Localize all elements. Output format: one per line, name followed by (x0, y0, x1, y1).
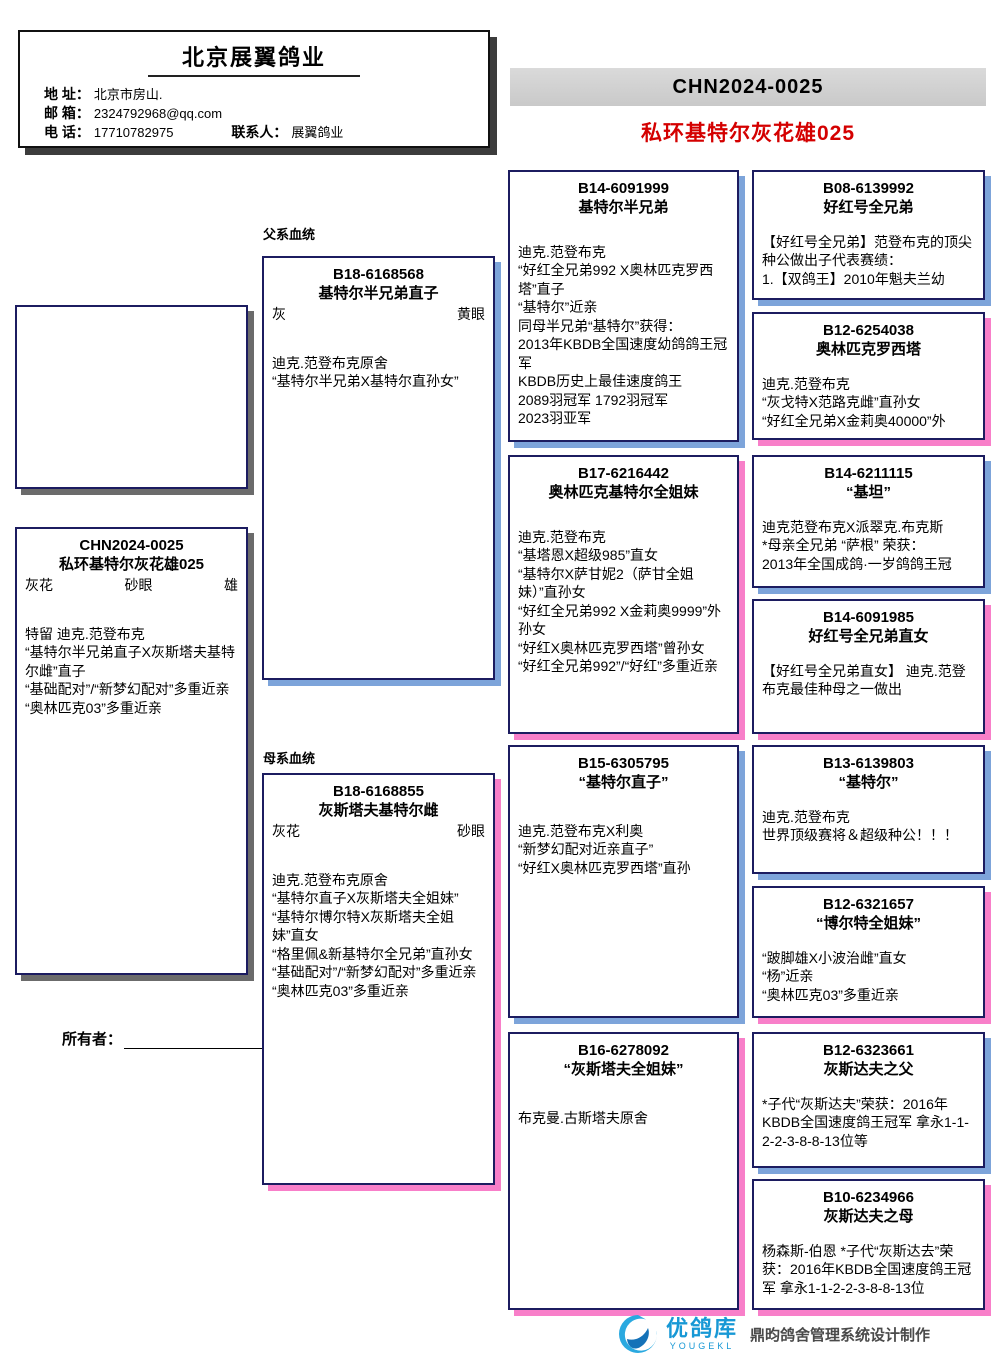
email-value: 2324792968@qq.com (93, 106, 223, 121)
dam-line-label: 母系血统 (263, 751, 316, 766)
phone-label: 电 话： (44, 124, 90, 140)
sire-line-label: 父系血统 (263, 227, 316, 242)
owner-row: 所有者： (62, 1028, 277, 1049)
bird-sex: 雄 (224, 577, 238, 593)
ring-number: B10-6234966 (823, 1189, 914, 1206)
bird-traits: 灰花 砂眼 (272, 822, 485, 841)
bird-description: 迪克.范登布克原舍 “基特尔直子X灰斯塔夫全姐妹” “基特尔博尔特X灰斯塔夫全姐… (272, 872, 477, 999)
bird-eye: 砂眼 (457, 823, 485, 839)
great-grandparent-box-7: B12-6323661 灰斯达夫之父 *子代“灰斯达夫”荣获：2016年KBDB… (752, 1032, 985, 1168)
maternal-granddam-box: B16-6278092 “灰斯塔夫全姐妹” 布克曼.古斯塔夫原舍 (508, 1032, 739, 1310)
great-grandparent-box-1: B08-6139992 好红号全兄弟 【好红号全兄弟】范登布克的顶尖种公做出子代… (752, 170, 985, 300)
brand-block: 优鸽库 YOUGEKL (666, 1316, 739, 1352)
ring-number: B18-6168855 (333, 783, 424, 800)
ring-number: B12-6323661 (823, 1042, 914, 1059)
bird-description: 迪克范登布克X派翠克.布克斯 *母亲全兄弟 “萨根” 荣获： 2013年全国成鸽… (762, 519, 952, 572)
loft-name: 北京展翼鸽业 (147, 38, 360, 77)
bird-color: 灰花 (25, 577, 53, 593)
great-grandparent-box-6: B12-6321657 “博尔特全姐妹” “跛脚雄X小波治雌”直女 “杨”近亲 … (752, 886, 985, 1018)
subject-bird-box: CHN2024-0025 私环基特尔灰花雄025 灰花 砂眼 雄 特留 迪克.范… (15, 527, 248, 975)
brand-name-cn: 优鸽库 (666, 1316, 739, 1341)
brand-name-en: YOUGEKL (669, 1341, 735, 1351)
address-value: 北京市房山. (93, 87, 163, 102)
great-grandparent-box-8: B10-6234966 灰斯达夫之母 杨森斯-伯恩 *子代“灰斯达去”荣获：20… (752, 1179, 985, 1310)
bird-description: 迪克.范登布克原舍 “基特尔半兄弟X基特尔直孙女” (272, 355, 459, 390)
ring-number: B16-6278092 (578, 1042, 669, 1059)
footer-brand: 优鸽库 YOUGEKL 鼎昀鸽舍管理系统设计制作 (616, 1312, 930, 1356)
bird-name: “基特尔” (838, 774, 899, 791)
contact-person-label: 联系人： (231, 124, 288, 140)
address-label: 地 址： (44, 86, 90, 102)
ring-number: B12-6254038 (823, 322, 914, 339)
great-grandparent-box-5: B13-6139803 “基特尔” 迪克.范登布克 世界顶级赛将＆超级种公！！！ (752, 745, 985, 874)
bird-eye: 黄眼 (457, 306, 485, 322)
ring-number: B15-6305795 (578, 755, 669, 772)
bird-name: 灰斯达夫之父 (823, 1061, 914, 1078)
bird-traits: 灰花 砂眼 雄 (25, 576, 238, 595)
bird-eye: 砂眼 (124, 577, 153, 593)
photo-placeholder-box (15, 305, 248, 489)
bird-description: 迪克.范登布克 “基塔恩X超级985”直女 “基特尔X萨甘妮2（萨甘全姐妹）”直… (518, 529, 722, 675)
great-grandparent-box-4: B14-6091985 好红号全兄弟直女 【好红号全兄弟直女】 迪克.范登布克最… (752, 599, 985, 734)
bird-description: 布克曼.古斯塔夫原舍 (518, 1110, 648, 1126)
bird-name: 好红号全兄弟 (823, 199, 914, 216)
email-label: 邮 箱： (44, 105, 90, 121)
bird-description: “跛脚雄X小波治雌”直女 “杨”近亲 “奥林匹克03”多重近亲 (762, 950, 907, 1003)
phone-row: 电 话： 17710782975 联系人： 展翼鸽业 (44, 123, 478, 142)
bird-name: 奥林匹克基特尔全姐妹 (548, 484, 699, 501)
ring-number: B08-6139992 (823, 180, 914, 197)
bird-title: 私环基特尔灰花雄025 (640, 122, 856, 145)
bird-description: 迪克.范登布克 “好红全兄弟992 X奥林匹克罗西塔”直子 “基特尔”近亲 同母… (518, 244, 728, 427)
bird-color: 灰 (272, 306, 286, 322)
ring-number: B18-6168568 (333, 266, 424, 283)
contact-person-value: 展翼鸽业 (291, 125, 344, 140)
ring-number: B14-6091985 (823, 609, 914, 626)
bird-name: 私环基特尔灰花雄025 (58, 556, 205, 573)
bird-description: 特留 迪克.范登布克 “基特尔半兄弟直子X灰斯塔夫基特尔雌”直子 “基础配对”/… (25, 626, 235, 716)
bird-name: 基特尔半兄弟直子 (318, 285, 439, 302)
paternal-granddam-box: B17-6216442 奥林匹克基特尔全姐妹 迪克.范登布克 “基塔恩X超级98… (508, 455, 739, 734)
bird-name: “基特尔直子” (578, 774, 669, 791)
ring-number: CHN2024-0025 (79, 537, 184, 554)
ring-number: B13-6139803 (823, 755, 914, 772)
ring-number: B14-6091999 (578, 180, 669, 197)
sire-box: B18-6168568 基特尔半兄弟直子 灰 黄眼 迪克.范登布克原舍 “基特尔… (262, 256, 495, 680)
bird-description: 【好红号全兄弟直女】 迪克.范登布克最佳种母之一做出 (762, 663, 966, 698)
bird-name: 灰斯达夫之母 (823, 1208, 914, 1225)
owner-label: 所有者： (62, 1031, 123, 1048)
great-grandparent-box-3: B14-6211115 “基坦” 迪克范登布克X派翠克.布克斯 *母亲全兄弟 “… (752, 455, 985, 588)
bird-description: 迪克.范登布克 世界顶级赛将＆超级种公！！！ (762, 809, 958, 844)
maternal-grandsire-box: B15-6305795 “基特尔直子” 迪克.范登布克X利奥 “新梦幻配对近亲直… (508, 745, 739, 1018)
bird-color: 灰花 (272, 823, 300, 839)
bird-name: “灰斯塔夫全姐妹” (563, 1061, 684, 1078)
ring-number: B12-6321657 (823, 896, 914, 913)
phone-value: 17710782975 (93, 125, 174, 140)
ring-number-banner: CHN2024-0025 (510, 68, 986, 106)
bird-description: 迪克.范登布克 “灰戈特X范路克雌”直孙女 “好红全兄弟X金莉奥40000”外 (762, 376, 946, 429)
bird-name: “博尔特全姐妹” (815, 915, 921, 932)
bird-name: 灰斯塔夫基特尔雌 (318, 802, 439, 819)
bird-traits: 灰 黄眼 (272, 305, 485, 324)
ring-number: B17-6216442 (578, 465, 669, 482)
bird-name: 奥林匹克罗西塔 (815, 341, 921, 358)
ring-number: B14-6211115 (824, 465, 913, 482)
bird-description: 【好红号全兄弟】范登布克的顶尖种公做出子代表赛绩： 1.【双鸽王】2010年魁夫… (762, 234, 972, 287)
loft-title-wrap: 北京展翼鸽业 (30, 38, 478, 77)
owner-blank-line (124, 1033, 277, 1049)
address-row: 地 址： 北京市房山. (44, 85, 478, 104)
dam-box: B18-6168855 灰斯塔夫基特尔雌 灰花 砂眼 迪克.范登布克原舍 “基特… (262, 773, 495, 1185)
yougeku-logo-icon (619, 1315, 657, 1353)
loft-contact-info: 地 址： 北京市房山. 邮 箱： 2324792968@qq.com 电 话： … (44, 85, 478, 142)
great-grandparent-box-2: B12-6254038 奥林匹克罗西塔 迪克.范登布克 “灰戈特X范路克雌”直孙… (752, 312, 985, 440)
loft-header-box: 北京展翼鸽业 地 址： 北京市房山. 邮 箱： 2324792968@qq.co… (18, 30, 490, 148)
paternal-grandsire-box: B14-6091999 基特尔半兄弟 迪克.范登布克 “好红全兄弟992 X奥林… (508, 170, 739, 442)
bird-description: 迪克.范登布克X利奥 “新梦幻配对近亲直子” “好红X奥林匹克罗西塔”直孙 (518, 823, 691, 876)
bird-name: “基坦” (845, 484, 891, 501)
bird-description: *子代“灰斯达夫”荣获：2016年KBDB全国速度鸽王冠军 拿永1-1-2-2-… (762, 1096, 969, 1149)
bird-name: 基特尔半兄弟 (578, 199, 669, 216)
email-row: 邮 箱： 2324792968@qq.com (44, 104, 478, 123)
footer-credit: 鼎昀鸽舍管理系统设计制作 (750, 1326, 931, 1344)
bird-name: 好红号全兄弟直女 (808, 628, 929, 645)
bird-description: 杨森斯-伯恩 *子代“灰斯达去”荣获：2016年KBDB全国速度鸽王冠军 拿永1… (762, 1243, 972, 1296)
